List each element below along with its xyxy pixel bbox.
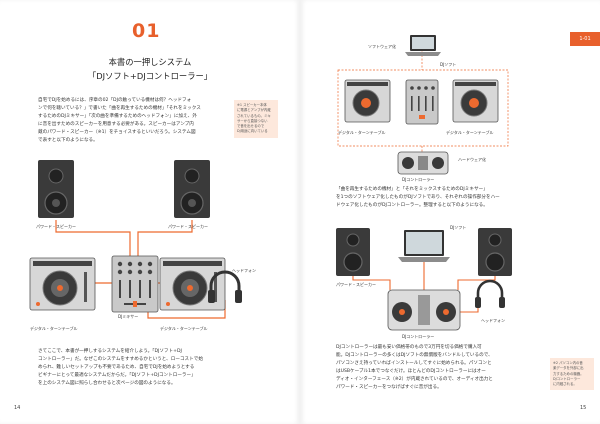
- para-line: ビギナーにとって最適なシステムだからだ。「DJソフト+DJコントローラー」: [38, 373, 196, 378]
- note-line: に電源とアンプが内蔵: [237, 108, 271, 113]
- turntable-right-icon: [159, 257, 226, 311]
- note-line: で音を出せるので: [237, 124, 265, 129]
- label-headphone: ヘッドフォン: [232, 268, 256, 273]
- laptop-lower-icon: [398, 230, 450, 262]
- label-dj-software: DJソフト: [440, 62, 457, 67]
- label-dj-controller: DJコントローラー: [402, 177, 435, 182]
- label-turntable-left-2: デジタル・ターンテーブル: [338, 130, 386, 135]
- note-line: 力するための機器。: [553, 371, 584, 376]
- intro-line: 自宅でDJを始めるには、序章の02「DJの触っている機材は何？ヘッドフォ: [38, 98, 192, 103]
- note-line: ※2 パソコン内の音: [553, 361, 583, 365]
- intro-line: で表すと以下のようになる。: [38, 138, 98, 143]
- speaker-lower-right-icon: [478, 228, 512, 276]
- left-page: 01 本書の一押しシステム 「DJソフト+DJコントローラー」 自宅でDJを始め…: [0, 0, 300, 424]
- right-paragraph-1: 「曲を再生するための機材」と「それをミックスするためのDJミキサー」 を1つのソ…: [336, 186, 564, 210]
- title-line-2: 「DJソフト+DJコントローラー」: [87, 71, 213, 81]
- para-line: さてここで、本書が一押しするシステムを紹介しよう。「DJソフト+DJ: [38, 349, 182, 354]
- turntable-left-icon: [29, 257, 96, 311]
- para-line: を1つのソフトウェア化したものがDJソフトであり、それぞれの操作部分をハー: [336, 195, 500, 200]
- para-line: ディオ・インターフェース（※2）が内蔵されているので、オーディオ出力と: [336, 377, 493, 382]
- label-dj-software-2: DJソフト: [450, 225, 467, 230]
- chapter-number: 01: [132, 20, 161, 42]
- para-line: 「曲を再生するための機材」と「それをミックスするためのDJミキサー」: [336, 187, 488, 192]
- label-turntable-left: デジタル・ターンテーブル: [30, 326, 78, 331]
- page-number-right: 15: [580, 405, 587, 411]
- note-line: に内蔵される。: [553, 382, 577, 387]
- dj-mixer-icon: [111, 255, 159, 313]
- label-turntable-right-2: デジタル・ターンテーブル: [446, 130, 494, 135]
- para-line: パソコンさえ持っていればインストールしてすぐに始められる。パソコンと: [336, 361, 492, 366]
- para-line: はUSBケーブル1本でつなぐだけ。ほとんどのDJコントローラーにはオー: [336, 369, 486, 374]
- label-software-card: ソフトウェア化: [368, 44, 396, 49]
- software-group-box: [337, 69, 509, 147]
- right-page: 1-01 ソフトウェア化 DJソフト デジタル・ターンテーブル デジタル・ターン…: [300, 0, 600, 424]
- chapter-tab: 1-01: [570, 32, 600, 46]
- headphone-lower-icon: [475, 279, 505, 308]
- label-mixer: DJミキサー: [118, 314, 139, 319]
- headphone-icon: [208, 270, 242, 303]
- turntable-right-icon-2: [452, 79, 499, 123]
- dj-controller-icon: [397, 151, 449, 175]
- dj-controller-lower-icon: [387, 289, 461, 331]
- label-headphone-2: ヘッドフォン: [481, 318, 505, 323]
- right-system-diagram: [336, 35, 512, 331]
- note-line: DJ用途に向いている: [237, 129, 268, 134]
- cable-speaker-right: [137, 220, 193, 258]
- para-line: ドウェア化したものがDJコントローラー。整理すると以下のようになる。: [336, 203, 488, 208]
- speaker-lower-left-icon: [336, 228, 370, 276]
- para-line: 能。DJコントローラーの多くはDJソフトの無償版をバンドルしているので、: [336, 353, 493, 358]
- intro-paragraph: 自宅でDJを始めるには、序章の02「DJの触っている機材は何？ヘッドフォ ンで何…: [38, 97, 228, 145]
- label-turntable-right: デジタル・ターンテーブル: [160, 326, 208, 331]
- note-line: ※1 スピーカー本体: [237, 103, 267, 107]
- dj-mixer-icon-2: [405, 79, 439, 125]
- label-hardware-card: ハードウェア化: [458, 157, 486, 162]
- para-line: パワード・スピーカーをつなげばすぐに音が出る。: [336, 385, 442, 390]
- speaker-right-icon: [174, 160, 210, 218]
- note-line: 楽データを外部に出: [553, 366, 584, 371]
- left-system-diagram: [29, 160, 242, 319]
- turntable-left-icon-2: [344, 79, 391, 123]
- speaker-left-icon: [38, 160, 74, 218]
- intro-line: に音を出すためのスピーカーを用意する必要がある。スピーカーはアンプ内: [38, 122, 194, 127]
- para-line: コントローラー」だ。なぜこのシステムをすすめるかというと、ローコストで始: [38, 357, 203, 362]
- label-dj-controller-2: DJコントローラー: [402, 334, 435, 339]
- right-paragraph-2: DJコントローラーは最も安い価格帯のもので3万円を切る価格で購入可 能。DJコン…: [336, 344, 566, 392]
- note-line: サーから直接つない: [237, 118, 268, 123]
- para-line: DJコントローラーは最も安い価格帯のもので3万円を切る価格で購入可: [336, 345, 482, 350]
- label-speaker-right: パワード・スピーカー: [168, 224, 208, 229]
- para-line: を上のシステム図に照らし合わせると次ページの図のようになる。: [38, 381, 176, 386]
- intro-line: 蔵のパワード・スピーカー（※1）をチョイスするといいだろう。システム図: [38, 130, 196, 135]
- laptop-icon: [405, 35, 441, 56]
- paragraph-2: さてここで、本書が一押しするシステムを紹介しよう。「DJソフト+DJ コントロー…: [38, 348, 268, 388]
- intro-line: するためのDJミキサー」「次の曲を準備するためのヘッドフォン」に加え、外: [38, 114, 197, 119]
- cable-speaker-left: [55, 220, 131, 258]
- side-note-2: ※2 パソコン内の音 楽データを外部に出 力するための機器。 DJコントローラー…: [550, 358, 594, 391]
- intro-line: ンで何を聴いている？」で書いた「曲を再生するための機材」「それをミックス: [38, 106, 201, 111]
- para-line: められ、難しいセットアップも不要であるため、自宅でDJを始めようとする: [38, 365, 195, 370]
- title-line-1: 本書の一押しシステム: [108, 57, 192, 67]
- note-line: DJコントローラー: [553, 376, 581, 381]
- note-line: されているもの。ミキ: [237, 113, 271, 118]
- side-note-1: ※1 スピーカー本体 に電源とアンプが内蔵 されているもの。ミキ サーから直接つ…: [234, 100, 278, 138]
- label-speaker-left: パワード・スピーカー: [36, 224, 76, 229]
- page-number-left: 14: [14, 405, 21, 411]
- label-speaker: パワード・スピーカー: [336, 282, 376, 287]
